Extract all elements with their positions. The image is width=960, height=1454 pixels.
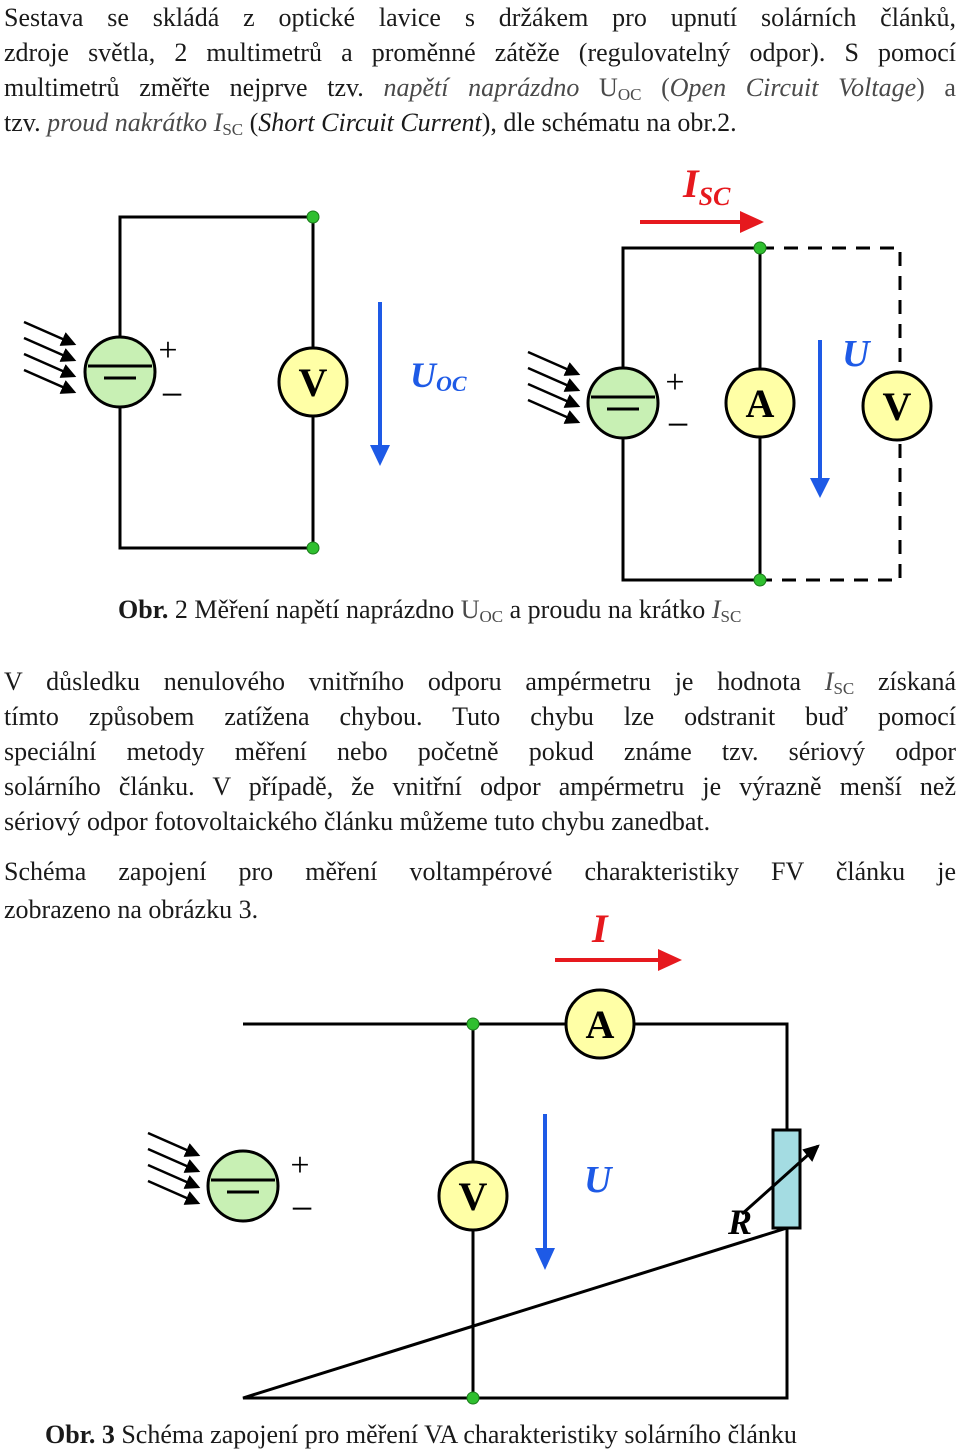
ammeter-icon: A xyxy=(564,988,636,1060)
figure-3-caption: Obr. 3 Schéma zapojení pro měření VA cha… xyxy=(45,1420,797,1449)
uoc-label: UOC xyxy=(410,355,467,396)
light-rays-icon xyxy=(23,320,77,394)
current-label: I xyxy=(591,906,609,951)
minus-sign: − xyxy=(291,1186,314,1231)
variable-resistor-icon xyxy=(740,1128,820,1230)
voltage-label: U xyxy=(584,1159,614,1201)
circuit-wire xyxy=(242,1022,789,1400)
circuit-open-voltage: + − V UOC xyxy=(23,210,467,555)
light-rays-icon xyxy=(147,1131,201,1205)
solar-cell-icon xyxy=(206,1149,280,1223)
voltage-arrow-icon xyxy=(370,302,390,466)
solar-cell-icon xyxy=(83,335,157,409)
terminal-node xyxy=(753,241,767,255)
voltmeter-icon: V xyxy=(437,1160,509,1232)
terminal-node xyxy=(753,573,767,587)
terminal-node xyxy=(466,1391,480,1405)
ammeter-icon: A xyxy=(724,367,796,439)
terminal-node xyxy=(466,1017,480,1031)
intro-line-3: multimetrů změřte nejprve tzv. napětí na… xyxy=(4,73,956,104)
para3-line-2: zobrazeno na obrázku 3. xyxy=(4,895,259,924)
minus-sign: − xyxy=(667,402,690,447)
intro-line-2: zdroje světla, 2 multimetrů a proměnné z… xyxy=(4,38,956,67)
light-rays-icon xyxy=(527,350,581,424)
para2-line-1: V důsledku nenulového vnitřního odporu a… xyxy=(4,667,956,698)
plus-sign: + xyxy=(290,1147,309,1184)
voltmeter-icon: V xyxy=(861,370,933,442)
circuit-short-current: ISC + − A V U xyxy=(527,161,933,587)
svg-text:V: V xyxy=(299,360,328,405)
plus-sign: + xyxy=(158,332,177,369)
svg-text:V: V xyxy=(459,1174,488,1219)
resistor-label: R xyxy=(727,1202,752,1242)
plus-sign: + xyxy=(665,364,684,401)
isc-label: ISC xyxy=(682,161,731,211)
para2-line-5: sériový odpor fotovoltaického článku můž… xyxy=(4,807,711,836)
dashed-voltmeter-branch xyxy=(760,246,902,582)
terminal-node xyxy=(306,210,320,224)
voltmeter-icon: V xyxy=(277,346,349,418)
para3-line-1: Schéma zapojení pro měření voltampérové … xyxy=(4,857,956,886)
figure-2-caption: Obr. 2 Měření napětí naprázdno UOC a pro… xyxy=(118,595,742,626)
current-arrow-icon xyxy=(555,949,682,971)
u-label: U xyxy=(842,333,872,375)
svg-text:V: V xyxy=(883,384,912,429)
terminal-node xyxy=(306,541,320,555)
intro-line-4: tzv. proud nakrátko ISC (Short Circuit C… xyxy=(4,108,737,139)
voltage-arrow-icon xyxy=(535,1114,555,1270)
solar-cell-icon xyxy=(586,366,660,440)
minus-sign: − xyxy=(161,372,184,417)
svg-text:A: A xyxy=(586,1002,615,1047)
intro-line-1: Sestava se skládá z optické lavice s drž… xyxy=(4,3,956,32)
para2-line-4: solárního článku. V případě, že vnitřní … xyxy=(4,772,956,801)
para2-line-2: tímto způsobem zatížena chybou. Tuto chy… xyxy=(4,702,956,731)
voltage-arrow-icon xyxy=(810,340,830,498)
figure-2-diagram: + − V UOC ISC xyxy=(23,161,933,587)
svg-text:A: A xyxy=(746,381,775,426)
current-arrow-icon xyxy=(640,211,764,233)
para2-line-3: speciální metody měření nebo početně pok… xyxy=(4,737,956,766)
